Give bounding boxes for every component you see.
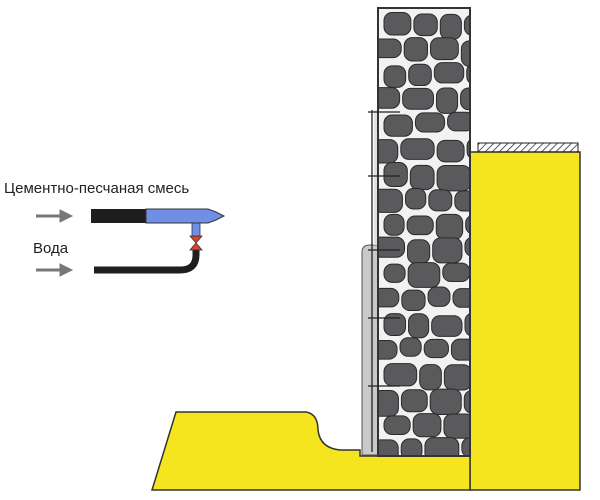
stone	[452, 288, 469, 308]
stone	[460, 40, 469, 67]
nozzle-inlet	[191, 221, 201, 237]
stone	[414, 112, 446, 133]
stone	[406, 215, 434, 236]
stone	[379, 340, 398, 360]
stone	[465, 216, 469, 234]
stone	[383, 263, 406, 283]
stone	[432, 237, 463, 264]
stone	[401, 289, 426, 312]
stone	[402, 87, 434, 110]
stone	[427, 286, 451, 307]
ground-footing	[150, 411, 471, 491]
stone	[460, 87, 469, 111]
stone	[429, 388, 462, 415]
stone	[409, 164, 435, 191]
stone	[447, 111, 469, 132]
stone	[383, 213, 405, 236]
mixture-hose	[91, 209, 146, 223]
stone	[433, 62, 465, 84]
ground-backfill	[469, 151, 581, 491]
stone	[464, 313, 469, 336]
stone	[436, 164, 469, 192]
stone	[379, 236, 406, 258]
stone	[443, 364, 469, 391]
stone	[435, 87, 459, 114]
spray-nozzle	[145, 208, 226, 224]
stone	[383, 11, 412, 36]
stone	[463, 15, 469, 36]
stone	[400, 138, 435, 160]
stone	[403, 37, 428, 62]
stone	[383, 162, 408, 187]
stone	[412, 413, 442, 438]
stone	[407, 262, 441, 288]
stone	[404, 187, 427, 210]
stone	[431, 315, 463, 337]
stone	[383, 114, 413, 137]
stone	[383, 363, 418, 387]
stone	[379, 390, 399, 417]
stone	[408, 63, 432, 87]
stone	[379, 139, 399, 164]
stone	[450, 338, 469, 361]
stone	[400, 438, 423, 455]
stone	[454, 190, 469, 212]
stone	[407, 239, 431, 264]
stone	[379, 188, 403, 213]
stone	[383, 415, 411, 435]
water-label: Вода	[33, 240, 69, 257]
stone	[435, 213, 464, 240]
stone	[413, 13, 438, 37]
stone	[383, 313, 407, 336]
stone	[463, 390, 469, 414]
stone	[424, 437, 460, 455]
stone	[423, 338, 449, 359]
stone	[464, 237, 469, 257]
stone	[379, 287, 400, 308]
stone	[429, 37, 459, 61]
stone	[443, 413, 469, 439]
arrow-icon	[36, 209, 74, 277]
stone	[379, 87, 401, 109]
mixture-label: Цементно-песчаная смесь	[4, 180, 190, 197]
stone	[379, 38, 402, 59]
stone	[399, 337, 422, 357]
stone	[379, 439, 399, 455]
stones	[379, 11, 469, 455]
stone	[436, 139, 465, 163]
valve-icon	[189, 235, 203, 251]
stone	[428, 189, 453, 212]
stone	[466, 64, 469, 83]
stone	[466, 140, 469, 158]
stone	[461, 437, 469, 455]
water-hose	[94, 246, 200, 274]
stone	[439, 13, 462, 40]
stone	[419, 364, 442, 391]
plaster-layer	[361, 244, 380, 456]
hatched-cap	[477, 142, 579, 153]
thin-plaster	[374, 110, 379, 245]
stone	[408, 313, 430, 339]
stone	[442, 262, 469, 283]
stone	[400, 389, 428, 413]
stone	[383, 65, 407, 88]
reinforcing-mesh	[368, 110, 400, 452]
